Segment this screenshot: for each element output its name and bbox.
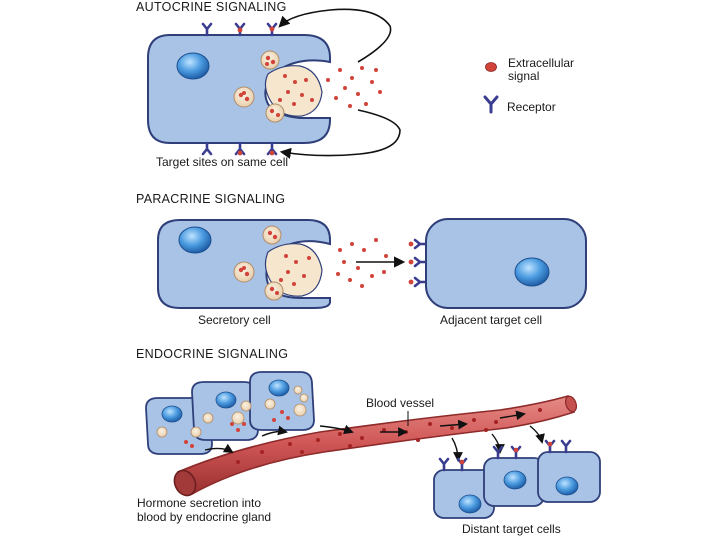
legend-receptor-label: Receptor (507, 100, 556, 114)
nucleus (176, 52, 210, 80)
autocrine-title: AUTOCRINE SIGNALING (136, 0, 287, 14)
receptor-icon (413, 238, 428, 288)
autocrine-return-arrow-bottom (279, 109, 401, 159)
vessel-label: Blood vessel (366, 396, 434, 410)
legend-signal-label-2: signal (508, 69, 539, 83)
adjacent-target-cell (425, 218, 587, 309)
secretory-cell (157, 219, 331, 309)
vesicle (262, 225, 282, 245)
extracellular-signals (336, 238, 388, 288)
secretion-pocket (264, 65, 323, 117)
legend: Extracellular signal Receptor (483, 56, 574, 114)
vesicle (265, 103, 285, 123)
vesicle (233, 261, 255, 283)
nucleus (514, 257, 550, 287)
paracrine-title: PARACRINE SIGNALING (136, 192, 285, 206)
endocrine-title: ENDOCRINE SIGNALING (136, 347, 288, 361)
blood-vessel (173, 395, 578, 497)
gland-caption-1: Hormone secretion into (137, 496, 261, 510)
signal-icon (485, 62, 497, 72)
autocrine-caption: Target sites on same cell (156, 155, 288, 169)
receptor-icon (483, 95, 499, 114)
autocrine-return-arrow-top (278, 8, 392, 63)
nucleus (178, 226, 212, 254)
gland-caption-2: blood by endocrine gland (137, 510, 271, 524)
legend-signal-label-1: Extracellular (508, 56, 574, 70)
extracellular-signals (326, 66, 382, 108)
endocrine-gland (145, 371, 315, 455)
secretory-caption: Secretory cell (198, 313, 271, 327)
vesicle (264, 281, 284, 301)
adjacent-target-caption: Adjacent target cell (440, 313, 542, 327)
distant-target-cells (433, 439, 601, 519)
vesicle (260, 50, 280, 70)
vesicle (233, 86, 255, 108)
distant-target-caption: Distant target cells (462, 522, 561, 536)
autocrine-cell (147, 22, 331, 156)
